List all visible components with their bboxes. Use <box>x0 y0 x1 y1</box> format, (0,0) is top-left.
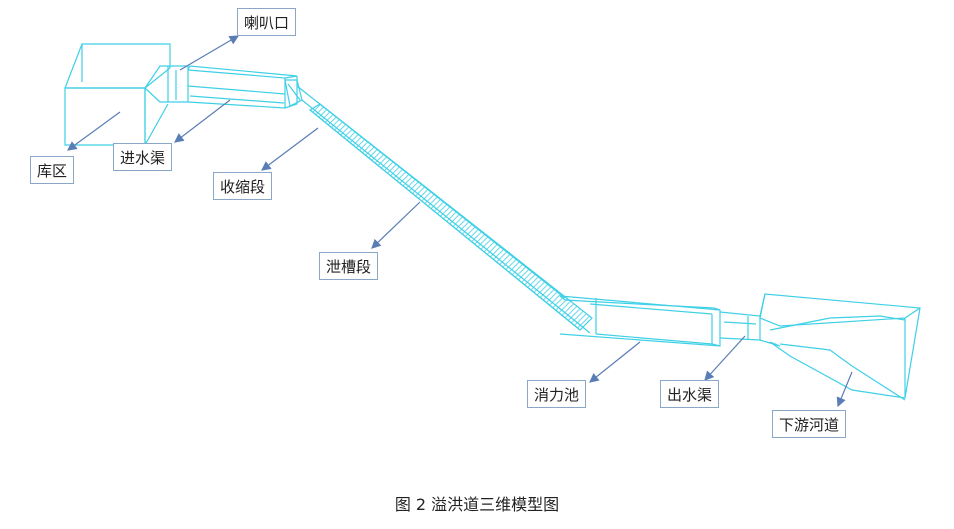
reservoir-arrow <box>67 111 121 151</box>
downstream-arrow <box>836 371 853 408</box>
chute-slab <box>296 85 593 334</box>
label-intake: 喇叭口 <box>237 8 297 36</box>
chute-arrow <box>371 201 421 249</box>
downstream-river-box <box>759 293 921 401</box>
stilling-basin-box <box>559 295 721 347</box>
label-downstream-river: 下游河道 <box>772 410 847 438</box>
label-outlet-channel: 出水渠 <box>660 380 720 408</box>
intake-bellmouth <box>144 65 189 103</box>
leader-arrows <box>67 35 853 408</box>
outlet-channel-arrow <box>704 335 746 381</box>
label-reservoir: 库区 <box>30 156 75 184</box>
outlet-channel-box <box>719 311 761 341</box>
figure-caption: 图 2 溢洪道三维模型图 <box>394 495 560 514</box>
inlet-channel-arrow <box>174 99 231 143</box>
label-inlet-channel: 进水渠 <box>113 143 173 171</box>
inlet-channel-box <box>187 65 298 109</box>
label-contraction: 收缩段 <box>213 172 273 200</box>
reservoir-box <box>64 43 171 146</box>
model-wireframe <box>64 43 921 401</box>
label-stilling-basin: 消力池 <box>527 380 587 408</box>
stilling-basin-arrow <box>589 341 641 383</box>
contraction-arrow <box>261 127 319 171</box>
label-chute: 泄槽段 <box>319 252 379 280</box>
contraction-box <box>284 79 303 107</box>
intake-arrow <box>179 35 240 71</box>
